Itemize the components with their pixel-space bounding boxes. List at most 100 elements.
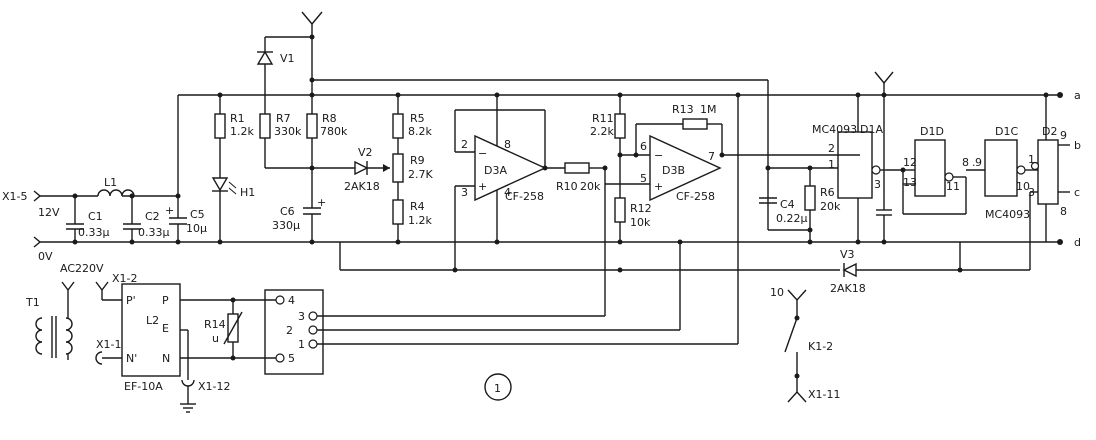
resistor-r5: R5 8.2k bbox=[392, 92, 432, 154]
svg-text:13: 13 bbox=[903, 176, 917, 189]
svg-text:1M: 1M bbox=[700, 103, 717, 116]
svg-text:X1-5: X1-5 bbox=[2, 190, 28, 203]
svg-text:R8: R8 bbox=[322, 112, 337, 125]
diode-v1: V1 bbox=[256, 36, 312, 114]
ac220v-input: AC220V bbox=[60, 262, 104, 318]
svg-text:R9: R9 bbox=[410, 154, 425, 167]
svg-text:R13: R13 bbox=[672, 103, 694, 116]
svg-text:5: 5 bbox=[640, 172, 647, 185]
resistor-r10: R10 20k bbox=[545, 162, 608, 193]
terminal-x1-12: X1-12 bbox=[180, 329, 231, 413]
svg-text:1: 1 bbox=[298, 338, 305, 351]
supply-arrow-logic bbox=[874, 71, 894, 245]
svg-text:10: 10 bbox=[770, 286, 784, 299]
svg-text:EF-10A: EF-10A bbox=[124, 380, 163, 393]
svg-text:C4: C4 bbox=[780, 198, 795, 211]
svg-text:−: − bbox=[478, 147, 487, 160]
svg-text:R7: R7 bbox=[276, 112, 291, 125]
varistor-r14: R14 u bbox=[180, 297, 280, 361]
svg-text:R14: R14 bbox=[204, 318, 226, 331]
svg-text:X1-11: X1-11 bbox=[808, 388, 841, 401]
terminal-x1-1: X1-1 bbox=[67, 338, 122, 365]
svg-text:+: + bbox=[165, 204, 174, 217]
svg-text:D3B: D3B bbox=[662, 164, 685, 177]
switch-k1-2: 10 K1-2 X1-11 bbox=[770, 286, 841, 403]
svg-text:R6: R6 bbox=[820, 186, 835, 199]
resistor-r7: R7 330k bbox=[259, 112, 312, 169]
svg-text:+: + bbox=[478, 180, 487, 193]
svg-text:7: 7 bbox=[708, 150, 715, 163]
transformer-t1: T1 bbox=[25, 296, 73, 358]
svg-text:R12: R12 bbox=[630, 202, 652, 215]
svg-text:V1: V1 bbox=[280, 52, 295, 65]
resistor-r6: R6 20k bbox=[804, 165, 841, 245]
svg-text:a: a bbox=[1074, 89, 1081, 102]
capacitor-c4: C4 0.22μ bbox=[759, 167, 838, 231]
svg-text:1.2k: 1.2k bbox=[230, 125, 254, 138]
svg-text:MC4093: MC4093 bbox=[812, 123, 857, 136]
output-c: c bbox=[1058, 186, 1080, 199]
terminal-x1-2: X1-2 bbox=[95, 272, 138, 301]
svg-text:20k: 20k bbox=[580, 180, 601, 193]
svg-text:MC4093: MC4093 bbox=[985, 208, 1030, 221]
capacitor-c2: C2 0.33μ bbox=[123, 193, 170, 245]
connector-wires bbox=[317, 92, 741, 345]
resistor-r12: R12 10k bbox=[614, 155, 652, 245]
svg-text:8: 8 bbox=[962, 156, 969, 169]
figure-number: 1 bbox=[484, 373, 512, 401]
svg-text:N': N' bbox=[126, 352, 137, 365]
svg-text:12V: 12V bbox=[38, 206, 60, 219]
svg-text:D1C: D1C bbox=[995, 125, 1018, 138]
svg-text:0.33μ: 0.33μ bbox=[138, 226, 170, 239]
svg-text:R5: R5 bbox=[410, 112, 425, 125]
nand-gate-d1d: D1D 12 13 11 bbox=[886, 125, 967, 215]
svg-text:3: 3 bbox=[1028, 186, 1035, 199]
capacitor-c6: + C6 330μ bbox=[272, 196, 326, 245]
svg-text:2: 2 bbox=[828, 142, 835, 155]
svg-text:D3A: D3A bbox=[484, 164, 507, 177]
svg-text:C6: C6 bbox=[280, 205, 295, 218]
svg-text:10k: 10k bbox=[630, 216, 651, 229]
svg-text:.: . bbox=[972, 156, 976, 169]
svg-text:C1: C1 bbox=[88, 210, 103, 223]
svg-text:1: 1 bbox=[828, 158, 835, 171]
svg-text:D1D: D1D bbox=[920, 125, 944, 138]
svg-text:20k: 20k bbox=[820, 200, 841, 213]
svg-text:T1: T1 bbox=[25, 296, 40, 309]
svg-text:d: d bbox=[1074, 236, 1081, 249]
resistor-r1: R1 1.2k bbox=[214, 92, 254, 178]
svg-text:V2: V2 bbox=[358, 146, 373, 159]
svg-text:+: + bbox=[654, 180, 663, 193]
svg-text:b: b bbox=[1074, 139, 1081, 152]
opamp-d3a: 2 3 8 4 − + D3A CF-258 bbox=[452, 92, 548, 273]
svg-text:11: 11 bbox=[946, 180, 960, 193]
svg-text:10: 10 bbox=[1016, 180, 1030, 193]
svg-text:D1A: D1A bbox=[860, 123, 883, 136]
potentiometer-r9: R9 2.7K bbox=[383, 153, 433, 200]
svg-text:9: 9 bbox=[975, 156, 982, 169]
diode-v2: V2 2AK18 bbox=[312, 146, 390, 193]
svg-text:12: 12 bbox=[903, 156, 917, 169]
svg-text:8.2k: 8.2k bbox=[408, 125, 432, 138]
nand-gate-d1c: D1C 8 . 9 10 MC4093 bbox=[962, 125, 1038, 221]
svg-text:V3: V3 bbox=[840, 248, 855, 261]
connector-block: 4 3 2 1 5 bbox=[264, 289, 324, 375]
svg-text:E: E bbox=[162, 322, 169, 335]
svg-text:AC220V: AC220V bbox=[60, 262, 104, 275]
svg-text:2: 2 bbox=[461, 138, 468, 151]
nand-gate-d1a: MC4093 D1A 2 1 3 bbox=[812, 92, 886, 245]
led-h1: H1 bbox=[211, 177, 255, 245]
svg-text:1: 1 bbox=[1028, 153, 1035, 166]
svg-text:2AK18: 2AK18 bbox=[830, 282, 866, 295]
svg-text:C2: C2 bbox=[145, 210, 160, 223]
input-12v-line: X1-5 12V L1 bbox=[2, 95, 181, 219]
svg-text:4: 4 bbox=[504, 186, 511, 199]
svg-text:u: u bbox=[212, 332, 219, 345]
input-0v-terminal: 0V bbox=[33, 236, 53, 263]
svg-text:−: − bbox=[654, 149, 663, 162]
svg-text:1.2k: 1.2k bbox=[408, 214, 432, 227]
capacitor-c5: + C5 10μ bbox=[165, 196, 207, 245]
svg-text:R1: R1 bbox=[230, 112, 245, 125]
svg-text:5: 5 bbox=[288, 352, 295, 365]
